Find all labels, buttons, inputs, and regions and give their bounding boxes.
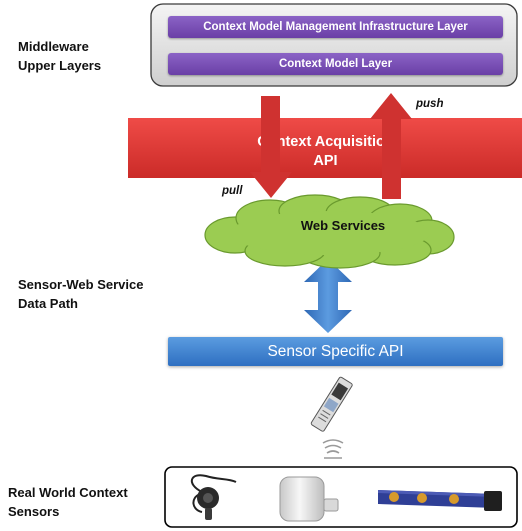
push-arrow <box>370 93 412 199</box>
real-world-sensors-panel <box>164 466 518 528</box>
sensor-node-icon <box>310 376 353 432</box>
context-acquisition-api: Context Acquisition API <box>128 118 522 178</box>
context-model-management-layer: Context Model Management Infrastructure … <box>168 16 503 38</box>
data-path-label: Sensor-Web Service Data Path <box>18 277 144 311</box>
clip-sensor-icon <box>191 474 237 520</box>
pull-arrow <box>250 96 292 198</box>
context-model-layer: Context Model Layer <box>168 53 503 75</box>
wireless-signal-icon <box>322 439 344 459</box>
web-services-cloud <box>204 194 455 269</box>
data-path-double-arrow <box>304 259 352 333</box>
box-sensor-icon <box>279 476 339 522</box>
pull-label: pull <box>222 185 243 197</box>
strap-sensor-icon <box>378 490 502 511</box>
web-services-label: Web Services <box>300 218 386 233</box>
push-label: push <box>416 98 444 110</box>
middleware-label: Middleware Upper Layers <box>18 39 102 73</box>
sensor-specific-api: Sensor Specific API <box>168 337 503 366</box>
real-world-sensors-label: Real World Context Sensors <box>8 485 128 519</box>
